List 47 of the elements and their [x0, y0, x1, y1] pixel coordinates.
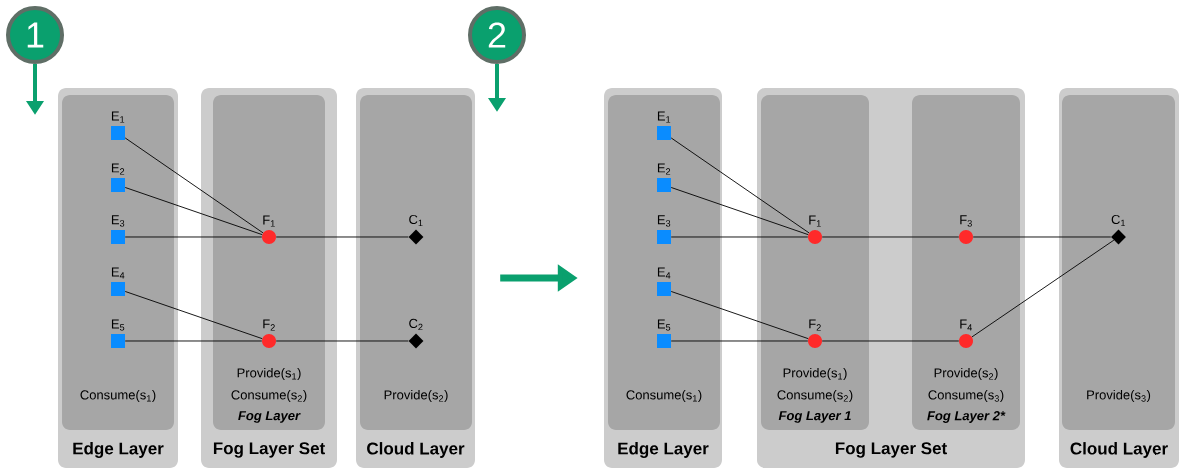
connector-line	[124, 137, 264, 234]
connector-line	[124, 291, 263, 340]
node-label: E$_{5}$	[111, 319, 125, 331]
device-square: E$_{3}$	[111, 215, 125, 244]
connector-line	[670, 236, 809, 238]
device-square: E$_{1}$	[657, 111, 671, 140]
device-square: E$_{4}$	[657, 267, 671, 296]
node-label: C$_{1}$	[409, 214, 423, 227]
node-label: E$_{4}$	[657, 267, 671, 279]
connector-line	[670, 187, 809, 236]
node-label: E$_{5}$	[657, 319, 671, 331]
connector-line	[821, 340, 960, 342]
connector-line	[275, 340, 409, 342]
step-badge: 1	[6, 6, 64, 64]
node-label: C$_{2}$	[409, 318, 423, 331]
connector-line	[971, 239, 1115, 338]
connector-line	[275, 236, 409, 238]
node-label: C$_{1}$	[1111, 214, 1126, 227]
device-square: E$_{2}$	[657, 163, 671, 192]
node-label: F$_{2}$	[263, 319, 275, 331]
connector-line	[124, 187, 263, 236]
node-label: E$_{2}$	[111, 163, 125, 175]
node-label: E$_{3}$	[111, 215, 125, 227]
connector-line	[670, 137, 810, 234]
node-label: E$_{1}$	[657, 111, 671, 123]
connector-line	[670, 340, 809, 342]
connector-line	[124, 340, 263, 342]
node-label: F$_{1}$	[263, 215, 275, 227]
node-label: F$_{3}$	[960, 215, 972, 227]
node-label: F$_{4}$	[960, 319, 972, 331]
step-badge: 2	[468, 6, 526, 64]
node-label: E$_{2}$	[657, 163, 671, 175]
device-square: E$_{1}$	[111, 111, 125, 140]
connector-line	[670, 291, 809, 340]
node-label: E$_{1}$	[111, 111, 125, 123]
connector-line	[124, 236, 263, 238]
device-square: E$_{5}$	[111, 319, 125, 348]
device-square: E$_{4}$	[111, 267, 125, 296]
node-label: E$_{4}$	[111, 267, 125, 279]
node-label: F$_{1}$	[809, 215, 821, 227]
connector-line	[972, 236, 1112, 238]
connector-line	[821, 236, 960, 238]
node-label: E$_{3}$	[657, 215, 671, 227]
device-square: E$_{2}$	[111, 163, 125, 192]
device-square: E$_{5}$	[657, 319, 671, 348]
device-square: E$_{3}$	[657, 215, 671, 244]
node-label: F$_{2}$	[809, 319, 821, 331]
